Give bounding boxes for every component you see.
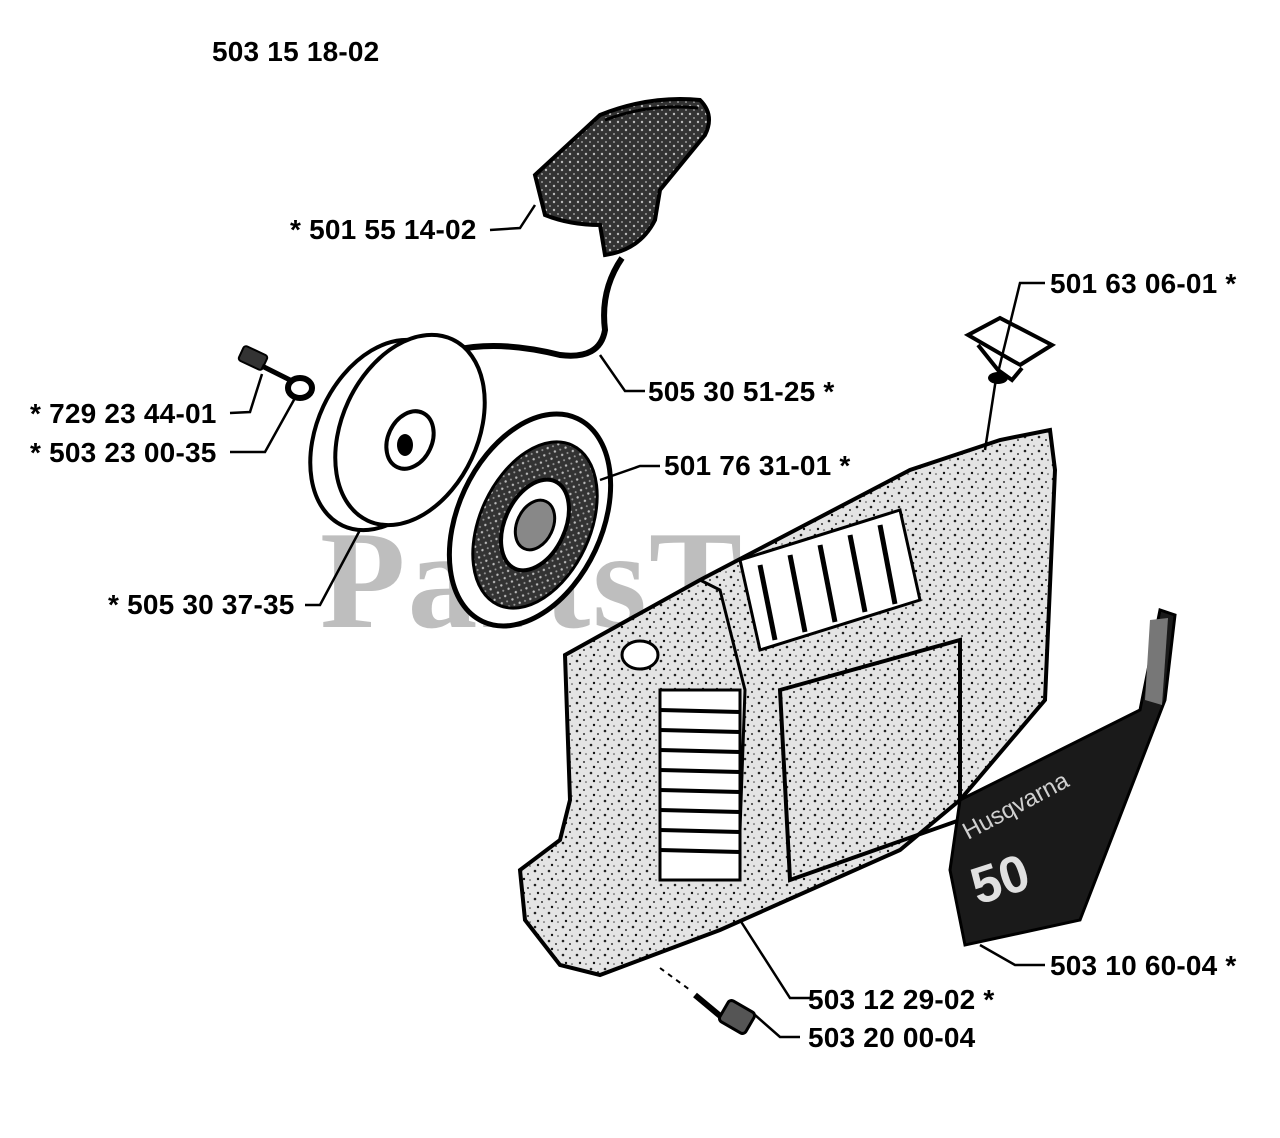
label-cover-plug: 501 63 06-01 * (1050, 268, 1237, 299)
leader-lines (229, 204, 1045, 1039)
leader-decal (979, 943, 1045, 967)
starter-cover-part (517, 427, 1058, 978)
starter-rope-part (454, 256, 625, 359)
leader-cover-screw (754, 1014, 800, 1039)
label-pulley: * 505 30 37-35 (108, 589, 295, 620)
leader-rope (598, 354, 645, 393)
leader-handle (489, 204, 537, 232)
leader-screw (229, 373, 264, 415)
label-screw: * 729 23 44-01 (30, 398, 217, 429)
pulley-part (308, 332, 487, 533)
decal-part (948, 608, 1177, 947)
cover-vents (658, 508, 922, 882)
leader-starter-cover (738, 919, 810, 1000)
washer-part (285, 375, 315, 401)
screw-part (237, 345, 292, 383)
label-handle: * 501 55 14-02 (290, 214, 477, 245)
spring-cassette-part (446, 411, 614, 629)
leader-washer (230, 397, 297, 454)
leader-pulley (305, 529, 362, 607)
leader-spring-cassette (599, 464, 660, 482)
label-rope: 505 30 51-25 * (648, 376, 835, 407)
label-spring-cassette: 501 76 31-01 * (664, 450, 851, 481)
cover-screw-part (659, 967, 757, 1035)
label-washer: * 503 23 00-35 (30, 437, 217, 468)
starter-handle-part (532, 97, 711, 258)
assembly-number: 503 15 18-02 (212, 36, 380, 67)
label-starter-cover: 503 12 29-02 * (808, 984, 995, 1015)
label-cover-screw: 503 20 00-04 (808, 1022, 976, 1053)
leader-cover-plug (983, 281, 1045, 451)
label-decal: 503 10 60-04 * (1050, 950, 1237, 981)
